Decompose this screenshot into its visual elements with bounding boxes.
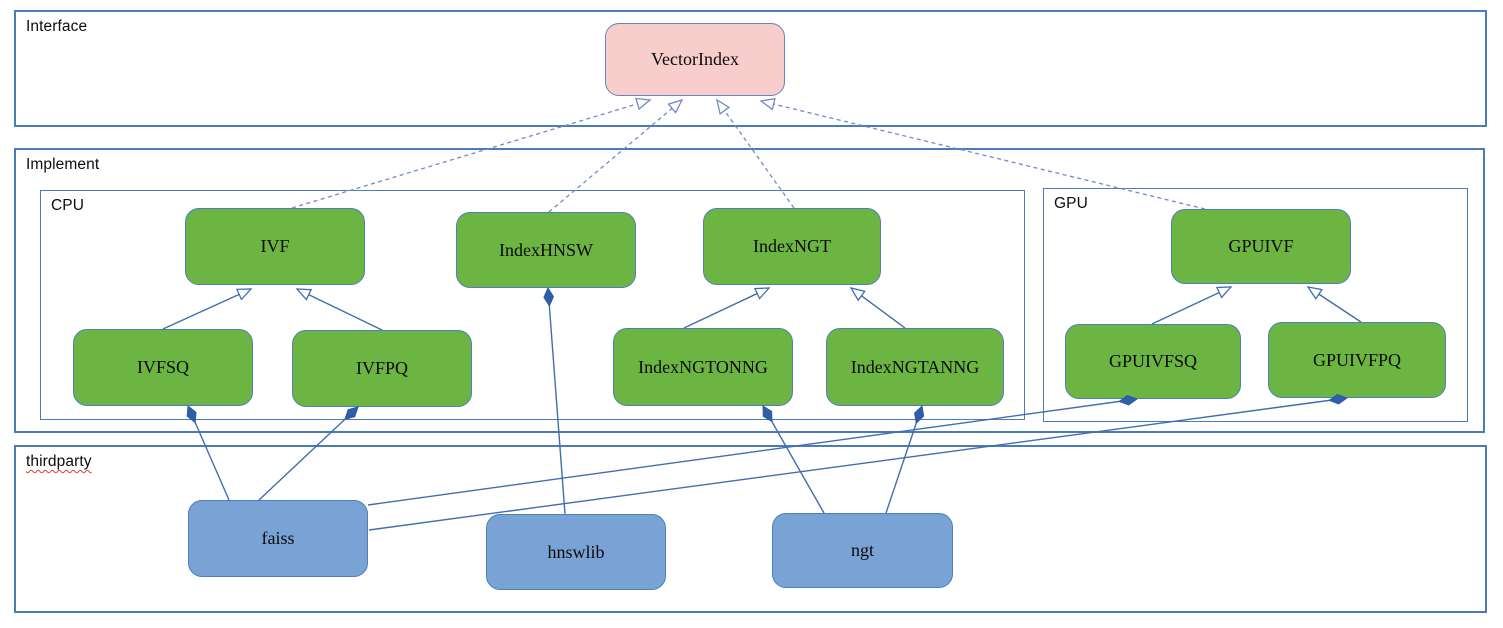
- section-interface-label: Interface: [26, 18, 88, 35]
- node-ivf[interactable]: IVF: [185, 208, 365, 285]
- section-gpu-label: GPU: [1054, 195, 1088, 212]
- section-cpu-label: CPU: [51, 197, 85, 214]
- node-gpuivfsq[interactable]: GPUIVFSQ: [1065, 324, 1241, 399]
- node-hnswlib-label: hnswlib: [547, 541, 605, 562]
- node-ivfpq-label: IVFPQ: [355, 358, 408, 378]
- node-indexhnsw-label: IndexHNSW: [499, 239, 593, 260]
- node-gpuivfpq-label: GPUIVFPQ: [1312, 349, 1402, 370]
- node-ivfpq[interactable]: IVFPQ: [292, 330, 472, 407]
- node-gpuivfpq[interactable]: GPUIVFPQ: [1268, 322, 1446, 398]
- node-gpuivf[interactable]: GPUIVF: [1171, 209, 1351, 284]
- node-ivfsq-label: IVFSQ: [136, 357, 189, 377]
- node-indexngt-label: IndexNGT: [753, 236, 831, 256]
- node-gpuivfsq-label: GPUIVFSQ: [1108, 351, 1198, 371]
- node-ivfsq[interactable]: IVFSQ: [73, 329, 253, 406]
- node-indexngtonng[interactable]: IndexNGTONNG: [613, 328, 793, 406]
- section-implement-label: Implement: [26, 156, 100, 173]
- node-ngt-label: ngt: [850, 540, 874, 560]
- node-indexngtonng-label: IndexNGTONNG: [638, 356, 768, 377]
- node-indexngtanng[interactable]: IndexNGTANNG: [826, 328, 1004, 406]
- node-indexngtanng-label: IndexNGTANNG: [850, 356, 980, 377]
- spellcheck-underline: thirdparty: [26, 453, 92, 470]
- node-ngt[interactable]: ngt: [772, 513, 953, 588]
- node-ivf-label: IVF: [260, 236, 290, 256]
- node-indexhnsw[interactable]: IndexHNSW: [456, 212, 636, 288]
- node-vectorindex[interactable]: VectorIndex: [605, 23, 785, 96]
- node-vectorindex-label: VectorIndex: [651, 49, 739, 69]
- node-indexngt[interactable]: IndexNGT: [703, 208, 881, 285]
- node-faiss-label: faiss: [261, 528, 295, 548]
- section-thirdparty-label: thirdparty: [26, 453, 92, 471]
- node-gpuivf-label: GPUIVF: [1228, 236, 1294, 256]
- node-hnswlib[interactable]: hnswlib: [486, 514, 666, 590]
- node-faiss[interactable]: faiss: [188, 500, 368, 577]
